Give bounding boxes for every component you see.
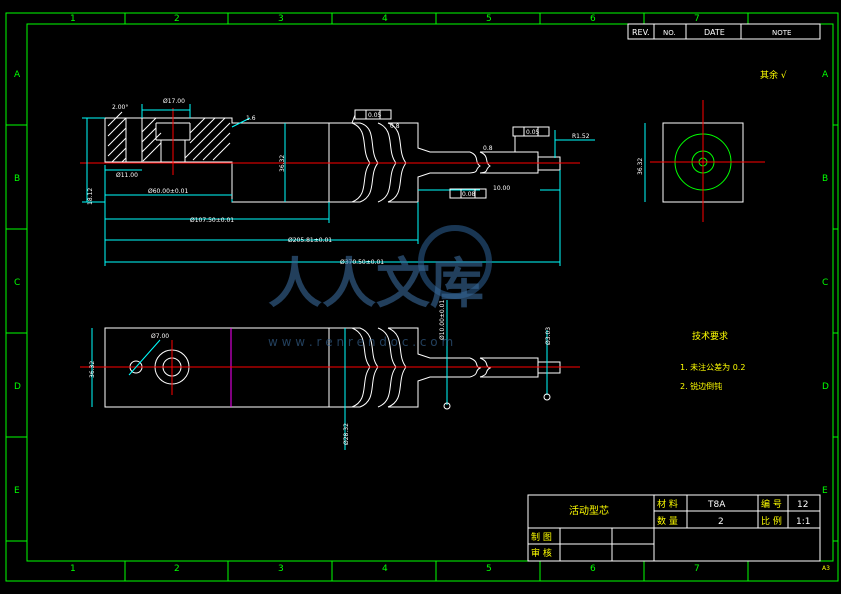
row-right-C: C [822, 278, 828, 288]
col-bot-2: 2 [174, 564, 180, 574]
material-label: 材 料 [657, 498, 678, 510]
rev-label: REV. [632, 28, 650, 37]
watermark-url: w w w . r e n r e n d o c . c o m [268, 335, 453, 349]
dim-rough1: 1.6 [246, 115, 256, 122]
row-right-A: A [822, 70, 829, 80]
no-label: NO. [663, 29, 676, 37]
watermark: 人人文库 w w w . r e n r e n d o c . c o m [268, 225, 492, 349]
row-left-B: B [14, 174, 20, 184]
row-right-B: B [822, 174, 828, 184]
col-top-1: 1 [70, 14, 76, 24]
row-left-E: E [14, 486, 20, 496]
outer-frame [5, 12, 839, 582]
number-value: 12 [797, 500, 808, 510]
quantity-value: 2 [718, 517, 724, 527]
technical-notes: 技术要求 1. 未注公差为 0.2 2. 锐边倒钝 [680, 330, 745, 391]
dim-l6000: Ø60.00±0.01 [148, 188, 188, 195]
col-bot-5: 5 [486, 564, 492, 574]
zone-ticks [6, 13, 838, 581]
row-right-D: D [822, 382, 829, 392]
dim-len1000: 10.00 [493, 185, 510, 192]
col-bot-6: 6 [590, 564, 596, 574]
dim-tol-c: 0.08 [462, 191, 476, 198]
part-name: 活动型芯 [569, 504, 609, 517]
quantity-label: 数 量 [657, 515, 678, 527]
sheet-size-mark: A3 [822, 565, 830, 572]
dim-h3632: 36.32 [279, 155, 286, 172]
drawn-label: 制 图 [531, 531, 552, 543]
note-2: 2. 锐边倒钝 [680, 381, 722, 391]
dim-angle: 2.00° [112, 104, 128, 111]
dim-d17: Ø17.00 [163, 98, 185, 105]
dim-rough2: 0.8 [390, 123, 400, 130]
col-bot-4: 4 [382, 564, 388, 574]
side-view: 36.32 [637, 100, 765, 222]
col-top-2: 2 [174, 14, 180, 24]
dim-tol-a2: 0.05 [526, 129, 540, 136]
dim-rough3: 0.8 [483, 145, 493, 152]
col-bot-3: 3 [278, 564, 284, 574]
material-value: T8A [707, 500, 726, 510]
watermark-text: 人人文库 [268, 252, 484, 315]
dim-d2832: Ø28.32 [343, 423, 350, 445]
front-view: Ø7.00 36.32 Ø10.00±0.01 Ø3.03 Ø28.32 [80, 300, 580, 450]
zone-labels: 1 2 3 4 5 6 7 1 2 3 4 5 6 7 A B C D E A … [14, 14, 829, 574]
scale-value: 1:1 [796, 517, 810, 527]
col-top-5: 5 [486, 14, 492, 24]
dim-front-h: 36.32 [89, 361, 96, 378]
row-left-D: D [14, 382, 21, 392]
dim-d11: Ø11.00 [116, 172, 138, 179]
notes-title: 技术要求 [692, 330, 728, 342]
dim-l20581: Ø205.81±0.01 [288, 237, 332, 244]
check-label: 审 核 [531, 547, 552, 559]
dim-l37050: Ø370.50±0.01 [340, 259, 384, 266]
roughness-note: 其余 √ [760, 69, 787, 81]
row-left-C: C [14, 278, 20, 288]
dim-side-h: 36.32 [637, 158, 644, 175]
dim-d700: Ø7.00 [151, 333, 169, 340]
dim-r152: R1.52 [572, 133, 590, 140]
number-label: 编 号 [761, 498, 782, 510]
col-top-3: 3 [278, 14, 284, 24]
date-label: DATE [704, 28, 725, 37]
note-label: NOTE [772, 29, 791, 37]
revision-table: REV. NO. DATE NOTE [627, 23, 821, 40]
row-left-A: A [14, 70, 21, 80]
dim-h1812: 18.12 [87, 188, 94, 205]
dim-d3: Ø3.03 [545, 327, 552, 345]
col-top-7: 7 [694, 14, 700, 24]
row-right-E: E [822, 486, 828, 496]
col-top-4: 4 [382, 14, 388, 24]
top-view: 2.00° Ø17.00 1.6 0.05 0.8 0.8 0.05 R1.52… [80, 98, 595, 266]
col-bot-1: 1 [70, 564, 76, 574]
dim-l10750: Ø107.50±0.01 [190, 217, 234, 224]
col-top-6: 6 [590, 14, 596, 24]
scale-label: 比 例 [761, 515, 782, 527]
title-block: 活动型芯 材 料 T8A 编 号 12 数 量 2 比 例 1:1 制 图 审 … [527, 494, 821, 562]
col-bot-7: 7 [694, 564, 700, 574]
dim-tol-a1: 0.05 [368, 112, 382, 119]
dim-d10: Ø10.00±0.01 [439, 300, 446, 340]
note-1: 1. 未注公差为 0.2 [680, 362, 745, 372]
inner-frame [26, 23, 834, 562]
